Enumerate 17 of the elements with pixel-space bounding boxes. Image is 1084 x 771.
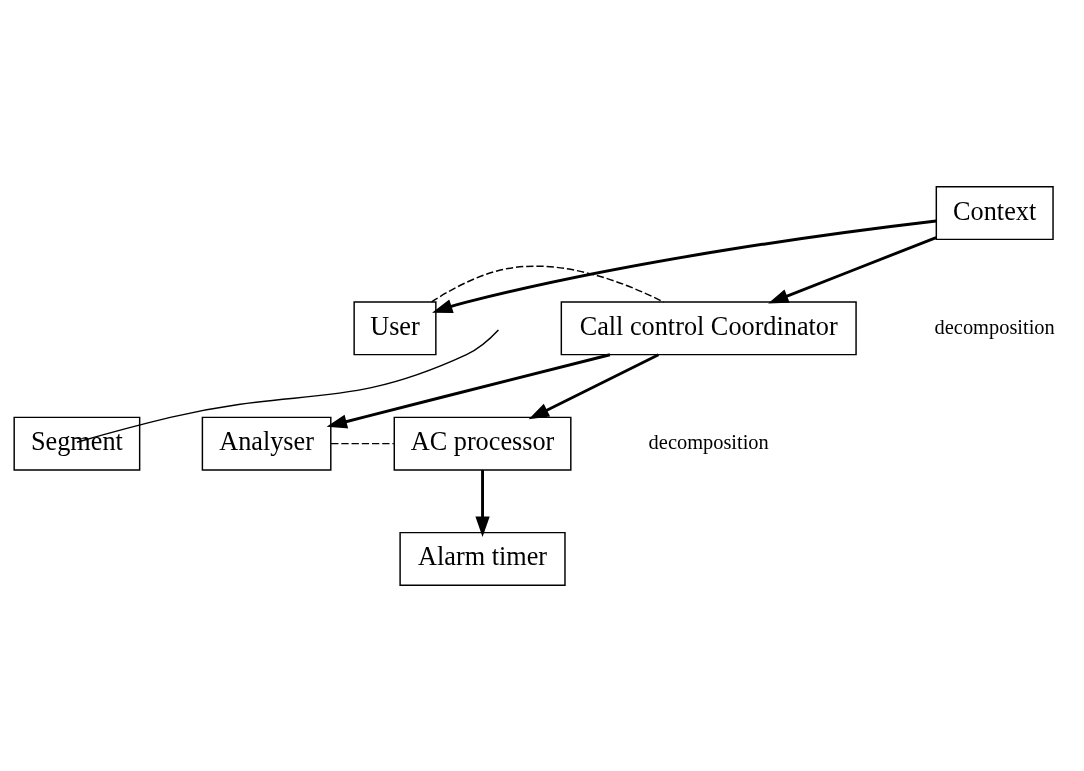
node-box: Context [935, 185, 1054, 240]
node-box: Analyser [201, 416, 332, 471]
node-box: AC processor [393, 416, 572, 471]
node-box: Call control Coordinator [560, 300, 857, 355]
arrow [432, 219, 937, 313]
node-box: Alarm timer [399, 531, 566, 586]
label: decomposition [648, 430, 769, 453]
connector [330, 442, 395, 444]
connector [430, 265, 665, 303]
node-box: User [353, 300, 437, 355]
arrow [528, 352, 660, 419]
node-box: Segment [13, 416, 141, 471]
arrow [475, 469, 490, 537]
arrow [326, 352, 611, 429]
arrow [768, 235, 937, 304]
label: decomposition [934, 315, 1055, 338]
connector [76, 328, 500, 443]
